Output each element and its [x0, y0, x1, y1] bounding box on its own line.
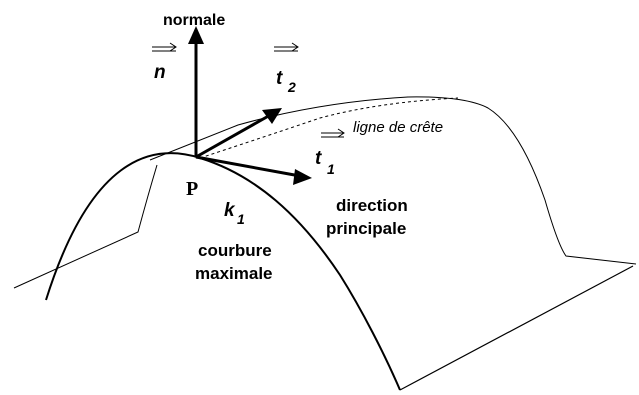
ridge-line	[199, 97, 459, 159]
surface-bottom-edge	[399, 265, 634, 391]
t2-label: t	[276, 68, 283, 89]
vector-marks	[152, 42, 345, 138]
direction-label-line2: principale	[326, 219, 406, 238]
surface-back-ridge	[149, 96, 637, 265]
t1-subscript: 1	[327, 161, 335, 177]
k1-subscript: 1	[237, 211, 245, 227]
courbure-label-line1: courbure	[198, 241, 272, 260]
t1-arrowhead	[293, 169, 312, 185]
direction-label-line1: direction	[336, 196, 408, 215]
t1-vector	[195, 155, 301, 178]
t2-arrowhead	[262, 108, 282, 124]
t2-vector-mark	[274, 42, 299, 52]
surface-left-edge	[13, 164, 158, 289]
courbure-label-line2: maximale	[195, 264, 273, 283]
n-vector-mark	[152, 42, 177, 52]
t1-vector-mark	[321, 128, 345, 138]
vectors	[188, 26, 312, 185]
ridge-label: ligne de crête	[353, 119, 443, 136]
normale-label: normale	[163, 12, 225, 29]
point-label: P	[186, 178, 198, 200]
surface	[13, 96, 637, 391]
max-curvature-curve	[45, 152, 401, 391]
n-label: n	[154, 62, 166, 83]
t2-subscript: 2	[287, 79, 296, 95]
normal-arrowhead	[188, 26, 204, 44]
t1-label: t	[315, 148, 322, 169]
k1-label: k	[224, 200, 236, 221]
t2-vector	[195, 112, 273, 159]
